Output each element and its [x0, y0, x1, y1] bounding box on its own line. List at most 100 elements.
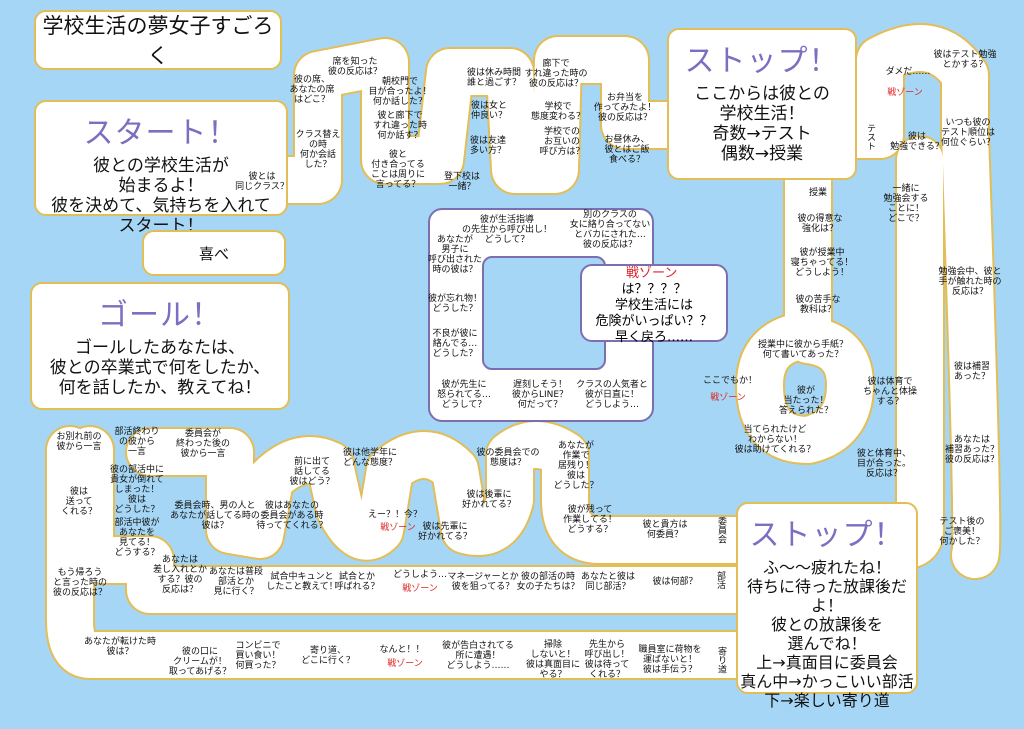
board-square[interactable]: テスト [865, 123, 875, 151]
board-square[interactable]: 試合中キュンと したこと教えて！ [266, 572, 338, 592]
board-square[interactable]: 彼の部活中に 貴女が倒れて しまった！ 彼は どうした？ [109, 465, 165, 515]
board-square[interactable]: お昼休み、 彼とはご飯 食べる？ [604, 135, 650, 165]
board-square[interactable]: 彼は後輩に 好かれてる？ [462, 490, 516, 510]
board-square[interactable]: 彼の委員会での 態度は？ [476, 448, 540, 468]
board-square[interactable]: 朝校門で 目が合ったよ！ 何か話した？ [368, 77, 432, 107]
war-zone-square[interactable]: 遅刻しそう！ 彼からLINE？ 何だって？ [511, 380, 569, 410]
board-square[interactable]: 委員会が 終わった後の 彼から一言 [175, 429, 231, 459]
board-square[interactable]: 学校で 態度変わる？ [530, 102, 586, 122]
track-upper [263, 37, 690, 203]
board-square[interactable]: あなたと彼は 同じ部活？ [580, 572, 636, 592]
board-square[interactable]: 彼は補習 あった？ [953, 362, 991, 382]
board-square[interactable]: お弁当を 作ってみたよ！ 彼の反応は？ [593, 93, 657, 123]
board-square[interactable]: どうしよう… [392, 570, 448, 580]
board-square[interactable]: コンビニで 買い食い！ 何買った？ [235, 641, 281, 671]
war-zone-square[interactable]: 戦ゾーン [710, 393, 746, 403]
board-square[interactable]: 彼と 付き合ってる ことは周りに 言ってる？ [370, 150, 426, 190]
board-square[interactable]: 彼が授業中 寝ちゃってる！ どうしよう！ [790, 248, 854, 278]
war-zone-square[interactable]: 彼が忘れ物！ どうした？ [427, 294, 483, 314]
war-zone-square[interactable]: 彼が生活指導 の先生から呼び出し！ どうして？ [461, 215, 553, 245]
board-square[interactable]: 前に出て 話してる 彼はどう？ [289, 457, 335, 487]
board-square[interactable]: 一緒に 勉強会する ことに！ どこで？ [883, 184, 929, 224]
board-square[interactable]: あなたは普段 部活とか 見に行く？ [208, 567, 264, 597]
board-square[interactable]: あなたが転けた時 彼は？ [83, 637, 157, 657]
board-square[interactable]: 彼は体育で ちゃんと体操 する？ [862, 377, 918, 407]
board-square[interactable]: 当てられたけど わからない！ 彼は助けてくれる？ [734, 425, 816, 455]
board-square[interactable]: 彼が 当たった！ 答えられた？ [778, 386, 834, 416]
board-square[interactable]: 部活 [715, 571, 725, 589]
board-square[interactable]: クラス替え の時 何か会話 した？ [295, 130, 341, 170]
board-square[interactable]: 彼は他学年に どんな態度？ [342, 448, 398, 468]
board-square[interactable]: 彼は休み時間 誰と過ごす？ [466, 68, 522, 88]
board-square[interactable]: 彼は先輩に 好かれてる？ [418, 522, 472, 542]
war-zone-line: 危険がいっぱい？？ [595, 314, 713, 329]
board-square[interactable]: 彼と体育中、 目が合った。 反応は？ [856, 449, 912, 479]
board-square[interactable]: 席を知った 彼の反応は？ [327, 57, 383, 77]
board-square[interactable]: テスト後の ご褒美！ 何かした？ [939, 517, 985, 547]
stop-line: 偶数→授業 [720, 144, 804, 164]
board-square[interactable]: ここでもか！ [702, 376, 758, 386]
board-square[interactable]: 寄り道 [716, 646, 726, 674]
stop-line: 真ん中→かっこいい部活 [740, 672, 914, 691]
board-square[interactable]: 職員室に荷物を 運ばないと！ 彼は手伝う？ [638, 645, 702, 675]
war-zone-square[interactable]: 戦ゾーン [387, 659, 423, 669]
board-square[interactable]: 掃除 しないと！ 彼は真面目に やる？ [525, 640, 581, 680]
stop-line: 待ちに待った放課後だよ！ [746, 577, 907, 615]
board-square[interactable]: 彼の得意な 強化は？ [797, 214, 843, 234]
board-square[interactable]: あなたは 差し入れとか する？彼の 反応は？ [152, 555, 208, 595]
board-square[interactable]: お別れ前の 彼から一言 [56, 432, 102, 452]
board-square[interactable]: 彼の部活の時 女の子たちは？ [516, 572, 580, 592]
war-zone-square[interactable]: クラスの人気者と 彼が日直に！ どうしよう… [576, 380, 648, 410]
board-square[interactable]: 彼の苦手な 教科は？ [795, 295, 841, 315]
board-square[interactable]: 試合とか 呼ばれる？ [334, 572, 380, 592]
war-zone-square[interactable]: あなたが 男子に 呼び出された 時の彼は？ [427, 235, 483, 275]
stop-line: 学校生活！ [719, 104, 805, 124]
stop-line: ここからは彼との [694, 84, 830, 104]
board-square[interactable]: 委員会時、男の人と あなたが話してる時の 彼は？ [170, 501, 260, 531]
board-square[interactable]: 部活中彼が あなたを 見てる！ どうする？ [114, 518, 160, 558]
board-square[interactable]: いつも彼の テスト順位は 何位ぐらい？ [940, 118, 996, 148]
goal-box: ゴール！ ゴールしたあなたは、 彼との卒業式で何をしたか、 何を話したか、教えて… [30, 282, 290, 410]
war-zone-square[interactable]: 不良が彼に 絡んでる… どうした？ [432, 329, 478, 359]
board-square[interactable]: 彼は何部？ [652, 577, 698, 587]
board-square[interactable]: 登下校は 一緒？ [443, 172, 481, 192]
war-zone-square[interactable]: 別のクラスの 女に絡り合ってない とバカにされた… 彼の反応は？ [569, 210, 651, 250]
board-square[interactable]: 彼は 送って くれる？ [60, 487, 98, 517]
board-square[interactable]: 彼の口に クリームが！ 取ってあげる？ [168, 647, 232, 677]
board-square[interactable]: ダメだ…… [885, 67, 931, 77]
board-square[interactable]: マネージャーとか 彼を狙ってる？ [447, 572, 519, 592]
board-square[interactable]: 彼は 勉強できる？ [890, 132, 944, 152]
board-square[interactable]: 彼が残って 作業してる！ どうする？ [563, 505, 617, 535]
start-heading: スタート！ [83, 116, 239, 151]
board-square[interactable]: 彼と貴方は 何委員？ [642, 520, 688, 540]
board-square[interactable]: 彼はテスト勉強 とかする？ [933, 50, 997, 70]
war-zone-square[interactable]: 彼が先生に 怒られてる… どうして？ [437, 380, 491, 410]
war-zone-square[interactable]: 戦ゾーン [380, 523, 416, 533]
board-square[interactable]: もう帰ろう と言った時の 彼の反応は？ [52, 568, 108, 598]
board-square[interactable]: 彼は友達 多い方？ [469, 136, 507, 156]
board-square[interactable]: 学校での お互いの 呼び方は？ [539, 127, 585, 157]
board-square[interactable]: 彼の席、 あなたの席 はどこ？ [289, 75, 335, 105]
war-zone-square[interactable]: 戦ゾーン [402, 584, 438, 594]
board-square[interactable]: 勉強会中、彼と 手が触れた時の 反応は？ [938, 267, 1002, 297]
board-square[interactable]: 彼はあなたの 委員会がある時 待っててくれる？ [256, 501, 328, 531]
board-square[interactable]: なんと！！ [379, 645, 425, 655]
board-square[interactable]: 委員会 [716, 516, 726, 544]
board-square[interactable]: あなたが 作業で 居残り！ 彼は どうした？ [553, 441, 599, 491]
board-square[interactable]: 彼と廊下で すれ違った時 何か話す？ [372, 111, 428, 141]
goal-line: ゴールしたあなたは、 [75, 338, 245, 358]
board-square[interactable]: 寄り道、 どこに行く？ [301, 646, 355, 666]
board-square[interactable]: 授業中に彼から手紙？ 何て書いてあった？ [757, 340, 849, 360]
board-square[interactable]: 彼は女と 仲良い？ [470, 101, 508, 121]
board-square[interactable]: 授業 [808, 188, 828, 198]
board-square[interactable]: 先生から 呼び出し！ 彼は待って くれる？ [584, 640, 630, 680]
war-zone-square[interactable]: 戦ゾーン [887, 88, 923, 98]
war-zone-line: は？？？？ [621, 282, 687, 297]
board-square[interactable]: えー？！今？ [367, 510, 423, 520]
board-square[interactable]: 彼とは 同じクラス？ [235, 172, 289, 192]
board-square[interactable]: 彼が告白されてる 所に遭遇！ どうしよう…… [442, 641, 514, 671]
board-square[interactable]: 部活終わり の彼から 一言 [114, 427, 160, 457]
board-square[interactable]: 廊下で すれ違った時の 彼の反応は？ [524, 59, 588, 89]
board-square[interactable]: あなたは 補習あった？ 彼の反応は？ [944, 435, 1000, 465]
